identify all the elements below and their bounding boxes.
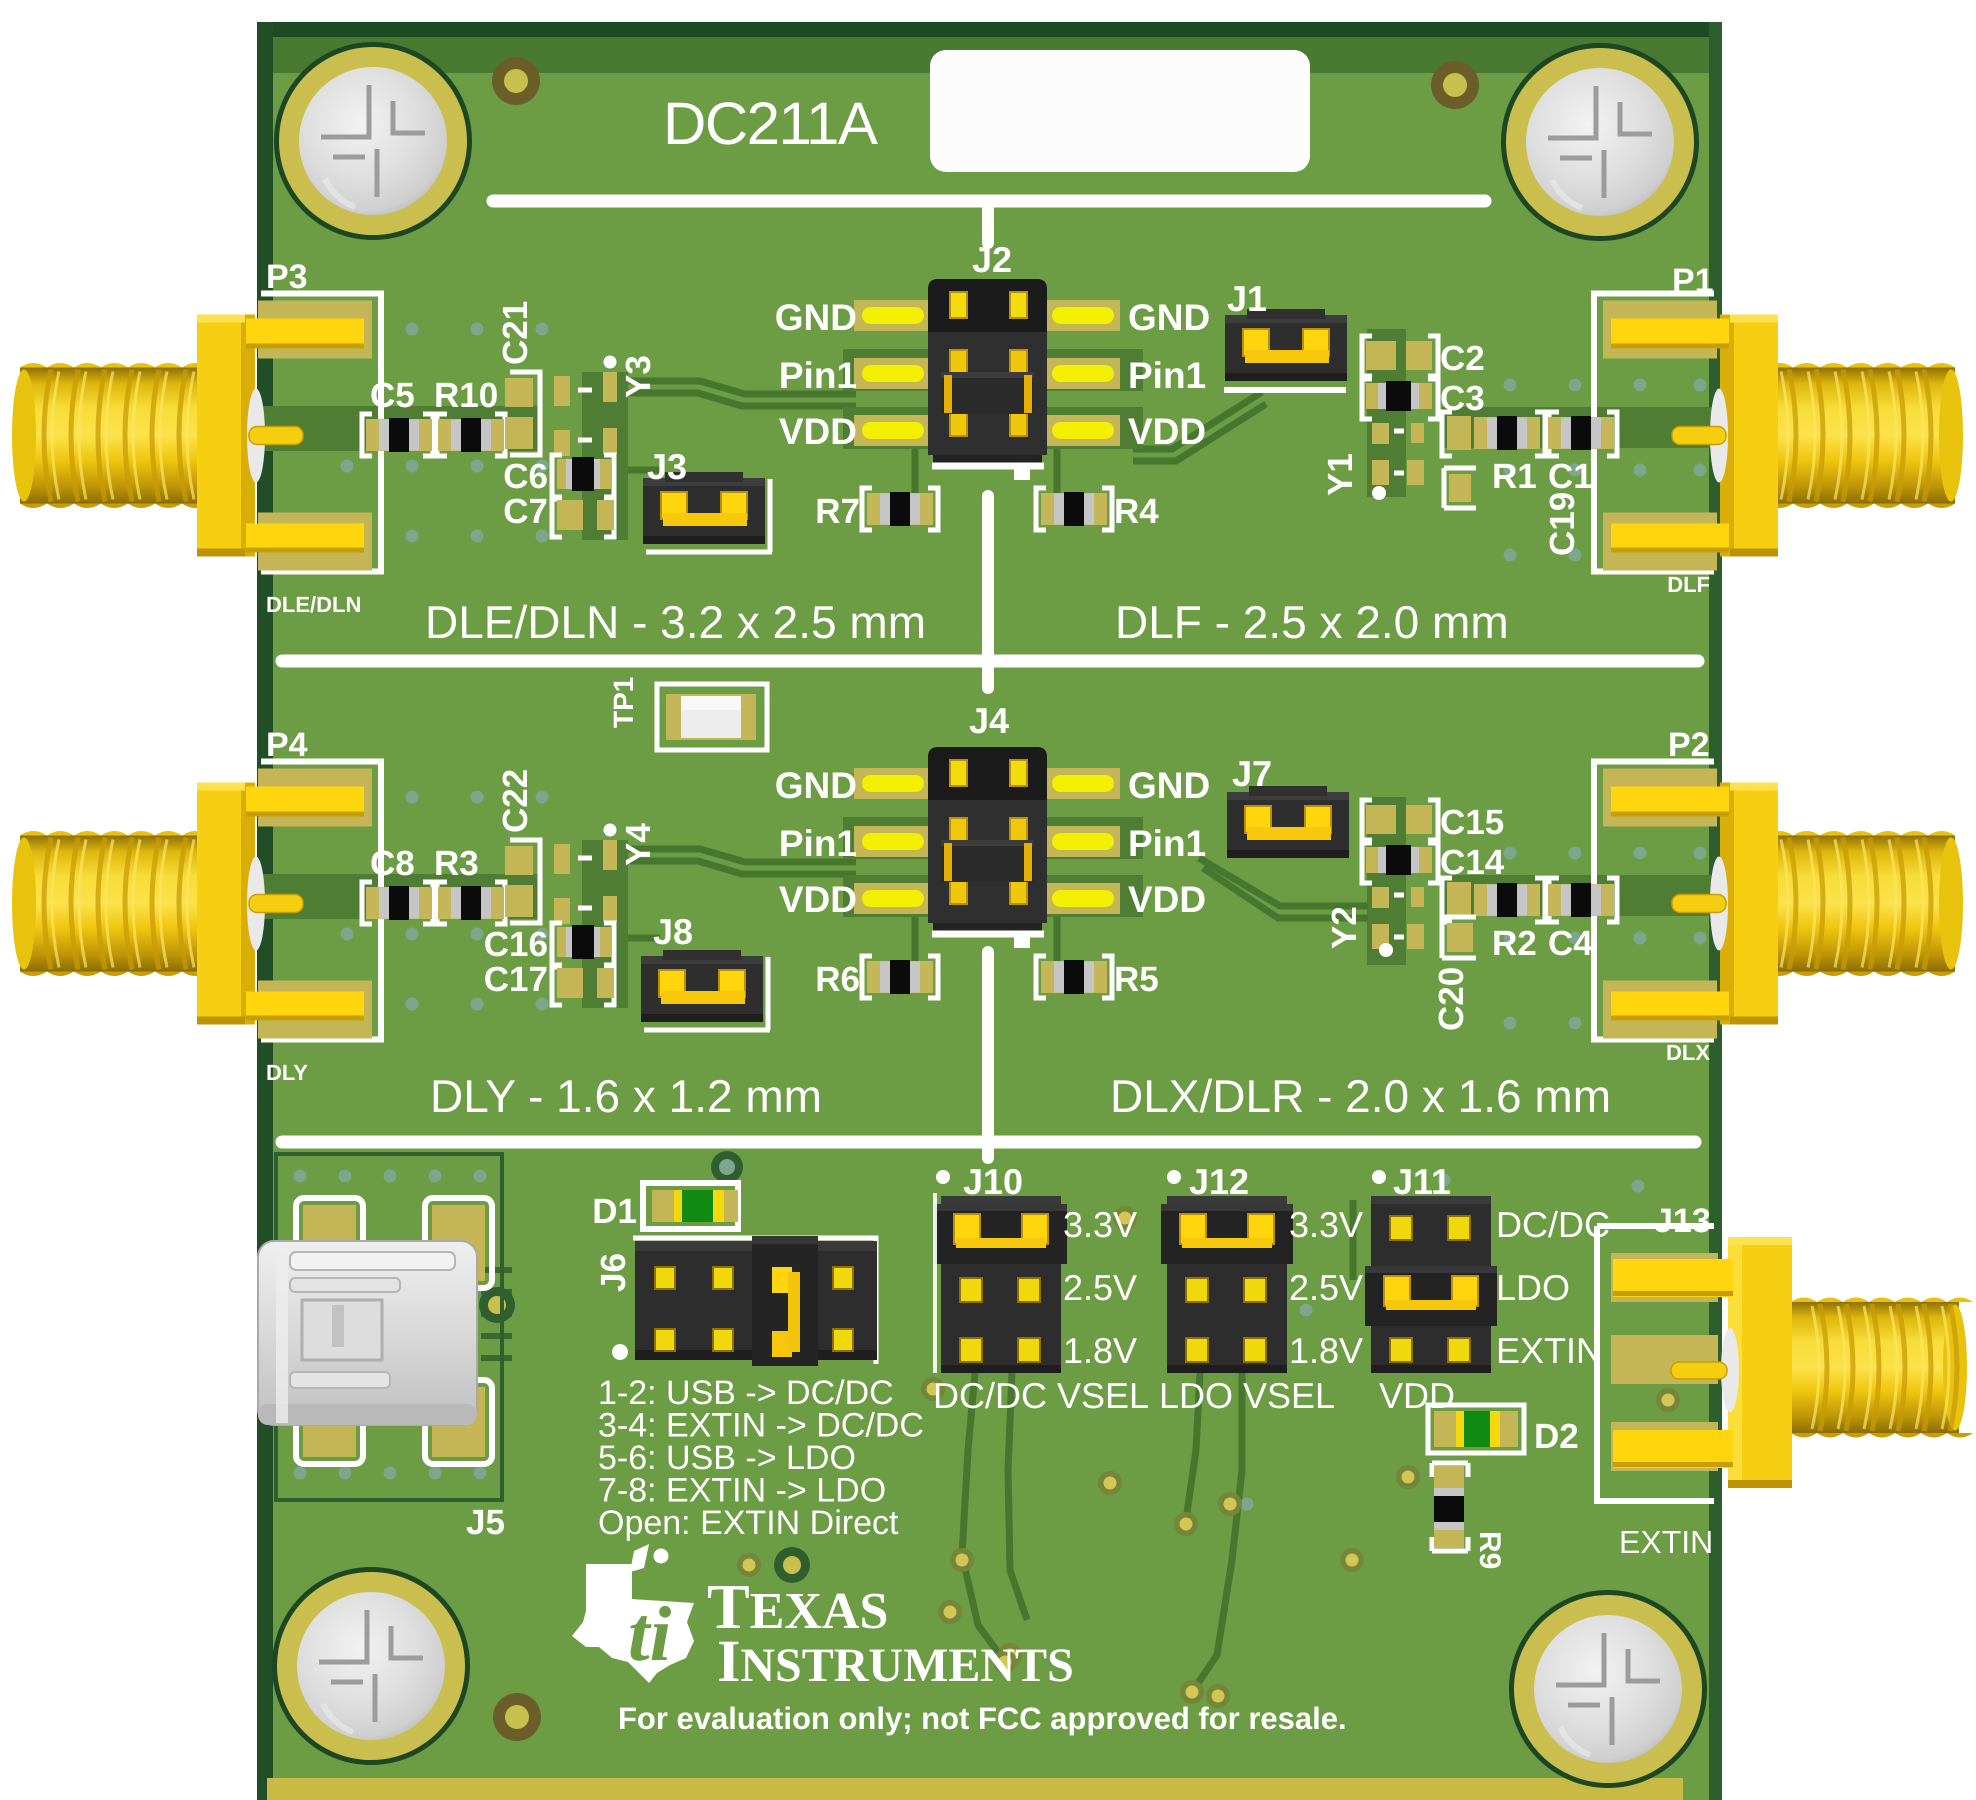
svg-text:P4: P4	[266, 726, 308, 764]
svg-text:C1: C1	[1548, 457, 1593, 496]
svg-text:DLY - 1.6 x 1.2 mm: DLY - 1.6 x 1.2 mm	[430, 1070, 822, 1122]
svg-text:VDD: VDD	[1128, 879, 1206, 920]
svg-text:P2: P2	[1668, 726, 1710, 764]
svg-text:C4: C4	[1548, 924, 1593, 963]
svg-text:5-6: USB -> LDO: 5-6: USB -> LDO	[598, 1439, 856, 1477]
svg-text:C19: C19	[1543, 492, 1582, 556]
svg-text:DC/DC VSEL: DC/DC VSEL	[933, 1375, 1149, 1416]
svg-text:C17: C17	[484, 960, 548, 999]
svg-text:Y3: Y3	[619, 355, 658, 398]
svg-text:J13: J13	[1654, 1202, 1711, 1240]
svg-text:R1: R1	[1492, 457, 1537, 496]
svg-text:J11: J11	[1393, 1161, 1451, 1202]
svg-text:D2: D2	[1534, 1417, 1579, 1456]
svg-text:1-2: USB -> DC/DC: 1-2: USB -> DC/DC	[598, 1374, 894, 1412]
svg-text:Pin1: Pin1	[779, 823, 857, 864]
svg-text:VDD: VDD	[1379, 1375, 1455, 1416]
svg-text:C7: C7	[503, 492, 548, 531]
svg-text:P1: P1	[1672, 262, 1714, 300]
svg-text:DLF - 2.5 x 2.0 mm: DLF - 2.5 x 2.0 mm	[1115, 596, 1509, 648]
svg-text:Y4: Y4	[619, 823, 658, 866]
svg-text:Y2: Y2	[1325, 906, 1364, 949]
svg-text:J4: J4	[969, 700, 1009, 741]
svg-text:ti: ti	[628, 1590, 672, 1677]
svg-text:C2: C2	[1440, 339, 1485, 378]
svg-text:VDD: VDD	[779, 411, 857, 452]
svg-text:C14: C14	[1440, 843, 1505, 882]
svg-text:For evaluation only; not FCC a: For evaluation only; not FCC approved fo…	[618, 1701, 1347, 1736]
svg-text:7-8: EXTIN -> LDO: 7-8: EXTIN -> LDO	[598, 1472, 886, 1510]
svg-text:C3: C3	[1440, 379, 1485, 418]
svg-text:C21: C21	[496, 301, 535, 365]
svg-text:C5: C5	[370, 376, 415, 415]
svg-text:1.8V: 1.8V	[1289, 1330, 1363, 1371]
svg-text:C6: C6	[503, 457, 548, 496]
svg-text:J3: J3	[647, 446, 687, 487]
svg-text:TEXAS: TEXAS	[707, 1571, 888, 1642]
svg-text:LDO: LDO	[1496, 1267, 1570, 1308]
svg-text:C16: C16	[484, 925, 548, 964]
svg-text:Y1: Y1	[1321, 453, 1360, 496]
svg-text:INSTRUMENTS: INSTRUMENTS	[717, 1628, 1074, 1694]
svg-text:1.8V: 1.8V	[1063, 1330, 1137, 1371]
svg-text:GND: GND	[1128, 765, 1210, 806]
svg-text:J7: J7	[1232, 753, 1272, 794]
svg-text:DLY: DLY	[266, 1060, 308, 1085]
svg-text:3.3V: 3.3V	[1289, 1204, 1363, 1245]
svg-text:R5: R5	[1114, 960, 1159, 999]
svg-text:J12: J12	[1189, 1161, 1249, 1202]
svg-text:J2: J2	[972, 239, 1012, 280]
svg-text:GND: GND	[1128, 297, 1210, 338]
svg-text:R9: R9	[1473, 1531, 1506, 1569]
svg-text:DC211A: DC211A	[663, 90, 878, 157]
svg-text:VDD: VDD	[1128, 411, 1206, 452]
svg-text:C20: C20	[1432, 967, 1471, 1031]
svg-text:2.5V: 2.5V	[1063, 1267, 1137, 1308]
svg-text:P3: P3	[266, 258, 308, 296]
svg-text:R3: R3	[434, 844, 479, 883]
svg-text:Pin1: Pin1	[1128, 823, 1206, 864]
svg-text:J1: J1	[1227, 278, 1267, 319]
svg-text:R6: R6	[815, 960, 860, 999]
svg-text:D1: D1	[592, 1192, 637, 1231]
svg-text:R7: R7	[815, 492, 860, 531]
svg-text:C15: C15	[1440, 803, 1504, 842]
svg-text:J6: J6	[594, 1253, 633, 1292]
svg-text:DLX: DLX	[1666, 1040, 1710, 1065]
svg-text:EXTIN: EXTIN	[1619, 1524, 1713, 1560]
svg-text:LDO VSEL: LDO VSEL	[1159, 1375, 1335, 1416]
svg-text:Pin1: Pin1	[779, 355, 857, 396]
svg-text:Open: EXTIN Direct: Open: EXTIN Direct	[598, 1504, 899, 1542]
svg-text:DLE/DLN - 3.2 x 2.5 mm: DLE/DLN - 3.2 x 2.5 mm	[425, 596, 926, 648]
svg-text:DC/DC: DC/DC	[1496, 1204, 1610, 1245]
svg-text:2.5V: 2.5V	[1289, 1267, 1363, 1308]
svg-text:J10: J10	[963, 1161, 1023, 1202]
svg-text:R10: R10	[434, 376, 498, 415]
svg-text:J8: J8	[653, 911, 693, 952]
svg-text:3-4: EXTIN -> DC/DC: 3-4: EXTIN -> DC/DC	[598, 1407, 924, 1445]
svg-text:Pin1: Pin1	[1128, 355, 1206, 396]
svg-text:R4: R4	[1114, 492, 1159, 531]
svg-text:GND: GND	[775, 297, 857, 338]
svg-text:TP1: TP1	[608, 677, 639, 728]
svg-text:GND: GND	[775, 765, 857, 806]
svg-text:J5: J5	[466, 1503, 505, 1542]
svg-text:C8: C8	[370, 844, 415, 883]
svg-text:C22: C22	[496, 769, 535, 833]
svg-text:DLE/DLN: DLE/DLN	[266, 592, 361, 617]
svg-text:3.3V: 3.3V	[1063, 1204, 1137, 1245]
svg-text:EXTIN: EXTIN	[1496, 1330, 1602, 1371]
svg-text:R2: R2	[1492, 924, 1537, 963]
svg-text:DLF: DLF	[1667, 572, 1710, 597]
svg-text:VDD: VDD	[779, 879, 857, 920]
svg-text:DLX/DLR - 2.0 x 1.6 mm: DLX/DLR - 2.0 x 1.6 mm	[1110, 1070, 1611, 1122]
